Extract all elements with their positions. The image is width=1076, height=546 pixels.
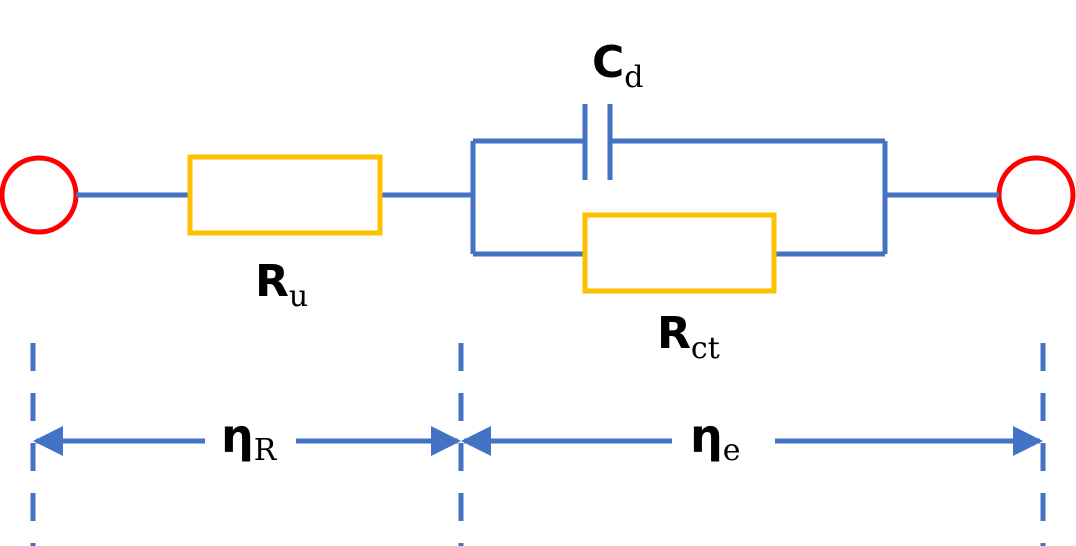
label-rct-main: R (657, 308, 691, 359)
capacitor-cd (582, 104, 613, 180)
label-eta-e: ηe (690, 409, 741, 468)
resistor-ru (187, 154, 383, 236)
label-cd-main: C (592, 37, 624, 88)
circuit-wires (76, 138, 999, 257)
label-eta-r-main: η (221, 409, 254, 463)
dashed-boundaries (30, 343, 1046, 546)
label-ru-sub: u (289, 279, 308, 314)
right-terminal (996, 155, 1076, 235)
label-eta-r-sub: R (254, 433, 278, 468)
label-ru: Ru (255, 256, 308, 314)
label-ru-main: R (255, 256, 289, 307)
label-cd-sub: d (624, 60, 643, 95)
resistor-rct (582, 212, 777, 294)
label-rct-sub: ct (691, 331, 720, 366)
label-eta-e-main: η (690, 409, 723, 463)
left-terminal (0, 155, 79, 235)
label-cd: Cd (592, 37, 644, 95)
label-eta-r: ηR (221, 409, 278, 468)
label-rct: Rct (657, 308, 720, 366)
label-eta-e-sub: e (723, 433, 741, 468)
